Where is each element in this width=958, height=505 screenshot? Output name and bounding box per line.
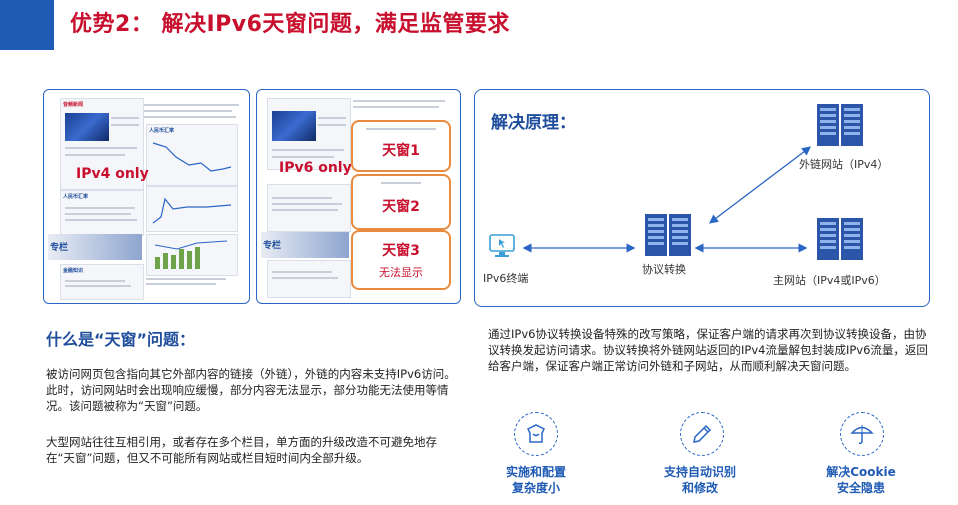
- ipv6-terminal-label: IPv6终端: [483, 272, 529, 285]
- rate-line-chart: [152, 142, 232, 172]
- bar-chart-panel: [146, 234, 238, 276]
- feature-label: 实施和配置: [505, 465, 566, 479]
- ipv4-screenshot: 音频新闻 人民币汇率 IPv4 only 人民币汇率 专栏: [43, 89, 250, 304]
- pencil-edit-icon: [680, 412, 724, 456]
- skywindow-3-box: 天窗3 无法显示: [351, 230, 451, 290]
- intro-text-block: [144, 98, 244, 128]
- news-photo: [65, 113, 109, 141]
- principle-diagram: 解决原理： IPv6终端 协议转换: [474, 89, 930, 307]
- solution-paragraph: 通过IPv6协议转换设备特殊的改写策略，保证客户端的请求再次到协议转换设备，由协…: [488, 327, 928, 373]
- mini-panel-heading: 人民币汇率: [149, 128, 175, 134]
- definition-paragraph: 被访问网页包含指向其它外部内容的链接（外链），外链的内容未支持IPv6访问。此时…: [46, 367, 456, 413]
- skywindow-3-label: 天窗3: [382, 243, 420, 259]
- skywindow-1-box: 天窗1: [351, 120, 451, 172]
- skywindow-2-box: 天窗2: [351, 174, 451, 230]
- protocol-converter-icon: [643, 212, 695, 262]
- external-site-label: 外链网站（IPv4）: [799, 158, 889, 171]
- ipv6-only-label: IPv6 only: [279, 160, 352, 176]
- mini-panel-list: 人民币汇率: [60, 190, 144, 236]
- mini-panel-heading: 人民币汇率: [63, 194, 89, 200]
- banner-label: 专栏: [50, 243, 69, 253]
- main-site-label: 主网站（IPv4或IPv6）: [773, 274, 886, 287]
- umbrella-icon: [840, 412, 884, 456]
- feature-easy-config: 实施和配置 复杂度小: [494, 464, 578, 496]
- feature-label: 和修改: [681, 481, 718, 495]
- cause-paragraph: 大型网站往往互相引用，或者存在多个栏目，单方面的升级改造不可避免地存在“天窗”问…: [46, 435, 437, 465]
- feature-label: 安全隐患: [836, 481, 885, 495]
- banner-label: 专栏: [263, 241, 282, 251]
- skywindow-1-label: 天窗1: [382, 143, 420, 159]
- mini-panel-heading: 金融知识: [63, 268, 84, 274]
- feature-label: 支持自动识别: [663, 465, 736, 479]
- caption-lines: [146, 278, 236, 285]
- ipv6-terminal-icon: [489, 234, 515, 262]
- header-accent-block: [0, 0, 54, 50]
- external-site-server-icon: [815, 102, 867, 152]
- easy-config-icon: [514, 412, 558, 456]
- feature-label: 复杂度小: [511, 481, 560, 495]
- banner-image: 专栏: [48, 234, 142, 260]
- protocol-converter-label: 协议转换: [642, 263, 686, 276]
- ipv4-only-label: IPv4 only: [76, 166, 149, 182]
- cannot-display-label: 无法显示: [379, 266, 423, 279]
- principle-title: 解决原理：: [491, 113, 576, 133]
- connection-arrows: [522, 146, 812, 253]
- mini-panel-news: 音频新闻: [60, 98, 144, 190]
- mini-panel-heading: 音频新闻: [63, 102, 84, 108]
- intro-text-block: [353, 100, 453, 108]
- banner-image: 专栏: [261, 232, 349, 258]
- what-is-skywindow-title: 什么是“天窗”问题：: [46, 330, 196, 349]
- feature-auto-detect: 支持自动识别 和修改: [646, 464, 754, 496]
- trend-chart: [152, 197, 232, 224]
- skywindow-2-label: 天窗2: [382, 199, 420, 215]
- mini-panel-list: [267, 184, 351, 232]
- rate-chart-panel: 人民币汇率: [146, 124, 238, 186]
- mini-panel-news: [267, 98, 351, 170]
- mini-panel-knowledge: 金融知识: [60, 264, 144, 300]
- main-site-server-icon: [815, 216, 867, 266]
- mini-chart-panel-2: [146, 186, 238, 232]
- ipv6-screenshot: IPv6 only 天窗1 天窗2 专栏 天窗3 无法显示: [256, 89, 461, 304]
- page-title: 优势2： 解决IPv6天窗问题，满足监管要求: [70, 12, 510, 37]
- news-photo: [272, 111, 316, 141]
- feature-cookie-security: 解决Cookie 安全隐患: [812, 464, 910, 496]
- feature-label: 解决Cookie: [826, 465, 896, 479]
- bar-chart: [154, 240, 228, 269]
- mini-panel-knowledge: [267, 260, 351, 298]
